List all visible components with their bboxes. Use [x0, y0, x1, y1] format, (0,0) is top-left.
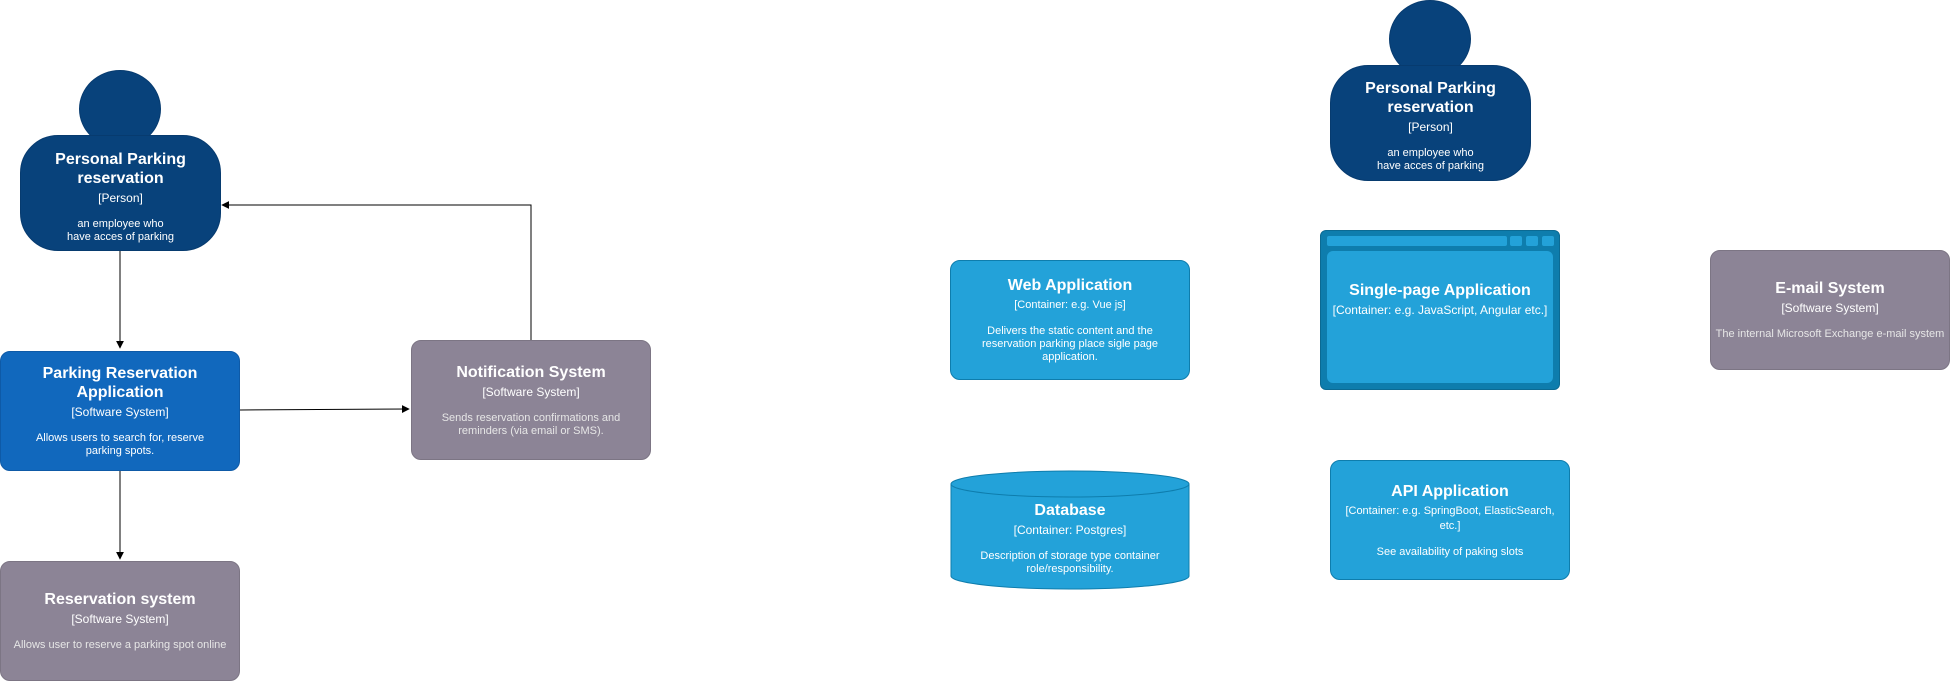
person-right-title: Personal Parking reservation	[1365, 80, 1496, 116]
person-left-desc-line1: an employee who	[77, 218, 164, 230]
database-type: [Container: Postgres]	[1013, 522, 1127, 537]
spa-type: [Container: e.g. JavaScript, Angular etc…	[1332, 303, 1548, 317]
notification-title: Notification System	[456, 363, 606, 381]
edge-notification-to-person	[221, 201, 532, 340]
spa-window-button-2	[1526, 236, 1538, 246]
notification-type: [Software System]	[482, 384, 580, 399]
person-left-type: [Person]	[98, 191, 143, 205]
web-application-box[interactable]: Web Application [Container: e.g. Vue js]…	[950, 260, 1190, 380]
reservation-system-desc: Allows user to reserve a parking spot on…	[13, 639, 227, 651]
person-left-desc: an employee who have acces of parking	[67, 218, 174, 244]
web-application-title: Web Application	[1007, 277, 1133, 294]
person-right-body: Personal Parking reservation [Person] an…	[1330, 65, 1531, 181]
spa-window-button-1	[1510, 236, 1522, 246]
person-left-title: Personal Parking reservation	[55, 151, 186, 187]
notification-box[interactable]: Notification System [Software System] Se…	[411, 340, 651, 460]
api-application-box[interactable]: API Application [Container: e.g. SpringB…	[1330, 460, 1570, 580]
spa-window-button-3	[1542, 236, 1554, 246]
email-system-box[interactable]: E-mail System [Software System] The inte…	[1710, 250, 1950, 370]
database-box[interactable]: Database [Container: Postgres] Descripti…	[950, 470, 1190, 590]
spa-content: Single-page Application [Container: e.g.…	[1327, 251, 1553, 383]
reservation-system-title: Reservation system	[44, 591, 196, 608]
web-application-desc: Delivers the static content and the rese…	[981, 325, 1159, 363]
database-desc: Description of storage type container ro…	[980, 549, 1160, 575]
person-left-desc-line2: have acces of parking	[66, 231, 174, 243]
web-application-type: [Container: e.g. Vue js]	[1014, 299, 1126, 311]
person-right-type: [Person]	[1408, 120, 1453, 134]
parking-app-box[interactable]: Parking Reservation Application [Softwar…	[0, 351, 240, 471]
person-left-body: Personal Parking reservation [Person] an…	[20, 135, 221, 251]
notification-desc: Sends reservation confirmations and remi…	[441, 411, 621, 437]
person-right-desc-line2: have acces of parking	[1376, 160, 1484, 172]
email-system-desc: The internal Microsoft Exchange e-mail s…	[1715, 328, 1945, 340]
api-application-title: API Application	[1391, 482, 1509, 500]
email-system-title: E-mail System	[1775, 280, 1885, 297]
parking-app-title: Parking Reservation Application	[42, 365, 198, 401]
spa-title: Single-page Application	[1349, 282, 1531, 299]
parking-app-desc: Allows users to search for, reserve park…	[35, 432, 205, 457]
spa-title-bar	[1327, 236, 1507, 246]
parking-app-type: [Software System]	[71, 405, 169, 419]
reservation-system-box[interactable]: Reservation system [Software System] All…	[0, 561, 240, 681]
database-content: Database [Container: Postgres] Descripti…	[950, 486, 1190, 590]
person-right-desc-line1: an employee who	[1387, 147, 1474, 159]
api-application-desc: See availability of paking slots	[1376, 545, 1524, 558]
person-right-desc: an employee who have acces of parking	[1377, 147, 1484, 173]
email-system-type: [Software System]	[1781, 301, 1879, 315]
edge-parking-app-to-notification	[239, 405, 410, 414]
database-title: Database	[1034, 501, 1106, 519]
reservation-system-type: [Software System]	[71, 612, 169, 626]
api-application-type: [Container: e.g. SpringBoot, ElasticSear…	[1345, 504, 1555, 532]
spa-window[interactable]: Single-page Application [Container: e.g.…	[1320, 230, 1560, 390]
database-cylinder-shape	[950, 470, 1190, 590]
